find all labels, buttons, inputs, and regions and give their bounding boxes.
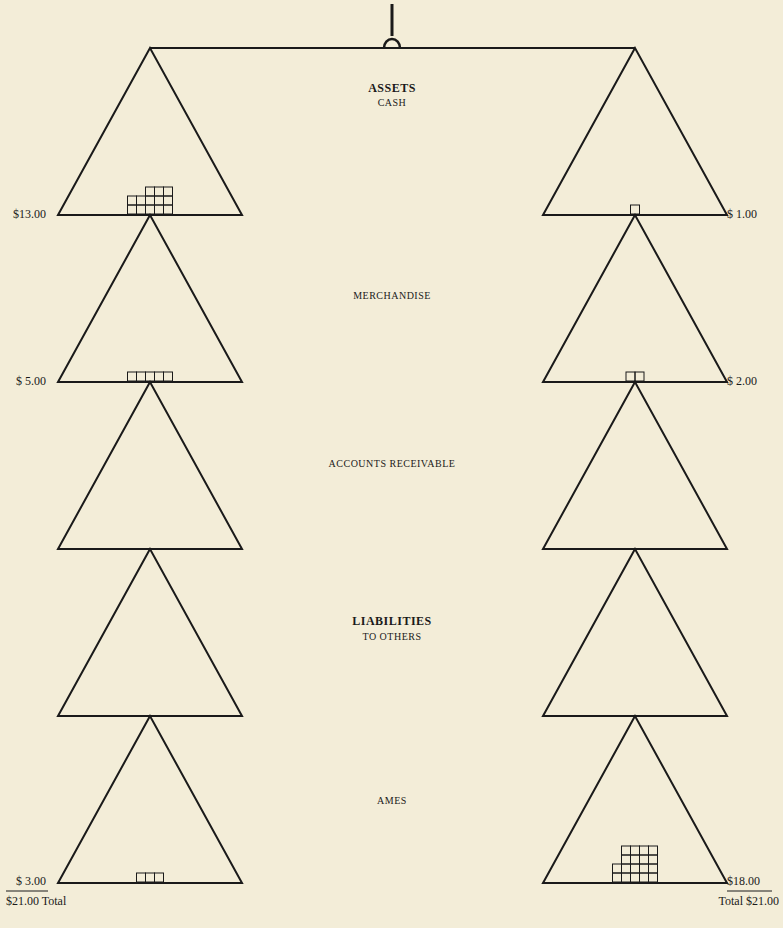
pan-triangle	[543, 382, 727, 549]
value-block	[146, 187, 155, 196]
pan-triangle	[58, 48, 242, 215]
value-block	[146, 873, 155, 882]
value-block	[631, 864, 640, 873]
value-block	[164, 196, 173, 205]
value-blocks	[128, 187, 658, 882]
section-heading: ASSETS	[368, 82, 416, 95]
value-block	[640, 855, 649, 864]
value-block	[631, 873, 640, 882]
value-block	[137, 205, 146, 214]
total-amount: $21.00 Total	[6, 895, 66, 908]
account-name: AMES	[377, 795, 407, 806]
value-block	[649, 864, 658, 873]
pan-triangle	[58, 215, 242, 382]
value-block	[146, 205, 155, 214]
value-block	[635, 372, 644, 381]
account-name: TO OTHERS	[362, 631, 421, 642]
section-heading: LIABILITIES	[352, 615, 432, 628]
value-block	[613, 864, 622, 873]
value-block	[622, 855, 631, 864]
account-name: ACCOUNTS RECEIVABLE	[329, 458, 456, 469]
amount: $ 2.00	[727, 375, 757, 388]
value-block	[128, 372, 137, 381]
pan-triangles	[58, 48, 727, 883]
value-block	[622, 873, 631, 882]
pan-triangle	[543, 716, 727, 883]
value-block	[164, 372, 173, 381]
value-block	[164, 187, 173, 196]
value-block	[626, 372, 635, 381]
value-block	[155, 187, 164, 196]
value-block	[137, 196, 146, 205]
pan-triangle	[58, 549, 242, 716]
value-block	[631, 846, 640, 855]
value-block	[128, 205, 137, 214]
total-rules	[6, 891, 772, 892]
value-block	[640, 873, 649, 882]
pan-triangle	[543, 549, 727, 716]
pan-triangle	[58, 382, 242, 549]
value-block	[640, 846, 649, 855]
amount: $18.00	[727, 875, 760, 888]
value-block	[613, 873, 622, 882]
value-block	[631, 205, 640, 214]
value-block	[649, 873, 658, 882]
pan-triangle	[543, 215, 727, 382]
account-name: CASH	[378, 97, 407, 108]
value-block	[146, 196, 155, 205]
value-block	[137, 873, 146, 882]
amount: $ 5.00	[16, 375, 46, 388]
value-block	[128, 196, 137, 205]
value-block	[622, 846, 631, 855]
value-block	[631, 855, 640, 864]
value-block	[155, 196, 164, 205]
value-block	[649, 846, 658, 855]
value-block	[649, 855, 658, 864]
value-block	[137, 372, 146, 381]
pan-triangle	[543, 48, 727, 215]
value-block	[622, 864, 631, 873]
total-amount: Total $21.00	[719, 895, 780, 908]
value-block	[640, 864, 649, 873]
value-block	[164, 205, 173, 214]
value-block	[155, 205, 164, 214]
amount: $ 1.00	[727, 208, 757, 221]
account-name: MERCHANDISE	[353, 290, 431, 301]
scale-frame	[150, 4, 635, 48]
value-block	[146, 372, 155, 381]
amount: $13.00	[13, 208, 46, 221]
amount: $ 3.00	[16, 875, 46, 888]
pan-triangle	[58, 716, 242, 883]
value-block	[155, 873, 164, 882]
value-block	[155, 372, 164, 381]
